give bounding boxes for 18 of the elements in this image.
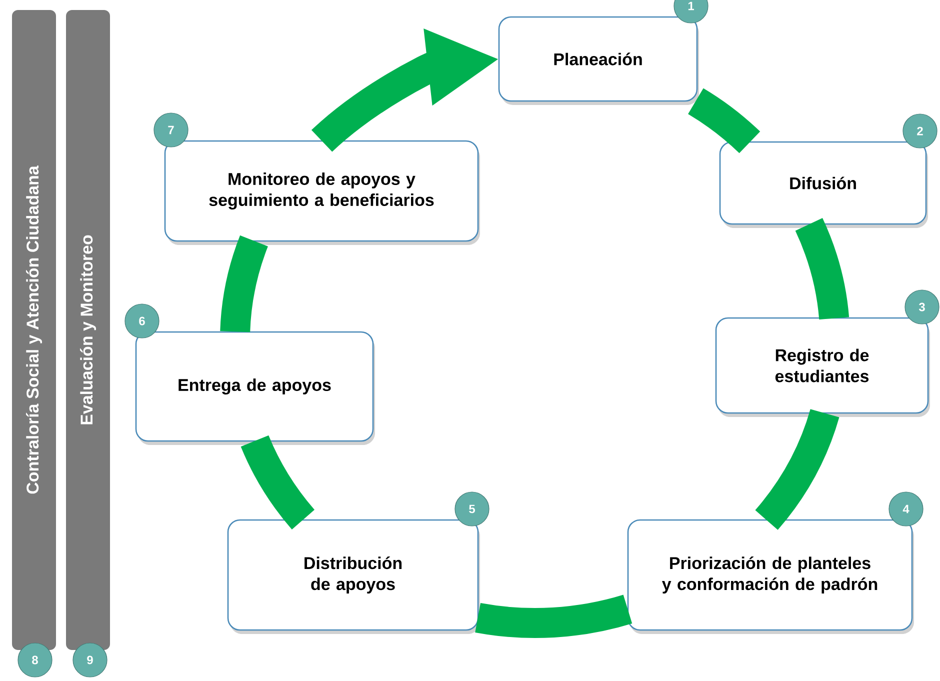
number-badge: 6 [124, 304, 160, 338]
process-box: Planeación [498, 16, 698, 102]
number-badge: 9 [72, 642, 108, 678]
process-box: Registro de estudiantes [715, 317, 929, 414]
process-box: Priorización de planteles y conformación de padrón [627, 519, 913, 631]
process-box: Distribución de apoyos [227, 519, 479, 631]
vertical-bar: Contraloría Social y Atención Ciudadana [12, 10, 56, 650]
process-box: Entrega de apoyos [135, 331, 374, 442]
number-badge: 3 [904, 290, 940, 324]
number-badge: 1 [674, 0, 708, 24]
number-badge: 2 [902, 114, 938, 148]
process-box: Difusión [719, 141, 927, 225]
number-badge: 8 [18, 642, 52, 678]
process-box: Monitoreo de apoyos y seguimiento a beneficiarios [164, 140, 479, 242]
number-badge: 7 [154, 112, 188, 148]
vertical-bar: Evaluación y Monitoreo [66, 10, 110, 650]
number-badge: 4 [888, 492, 924, 526]
number-badge: 5 [454, 492, 490, 526]
